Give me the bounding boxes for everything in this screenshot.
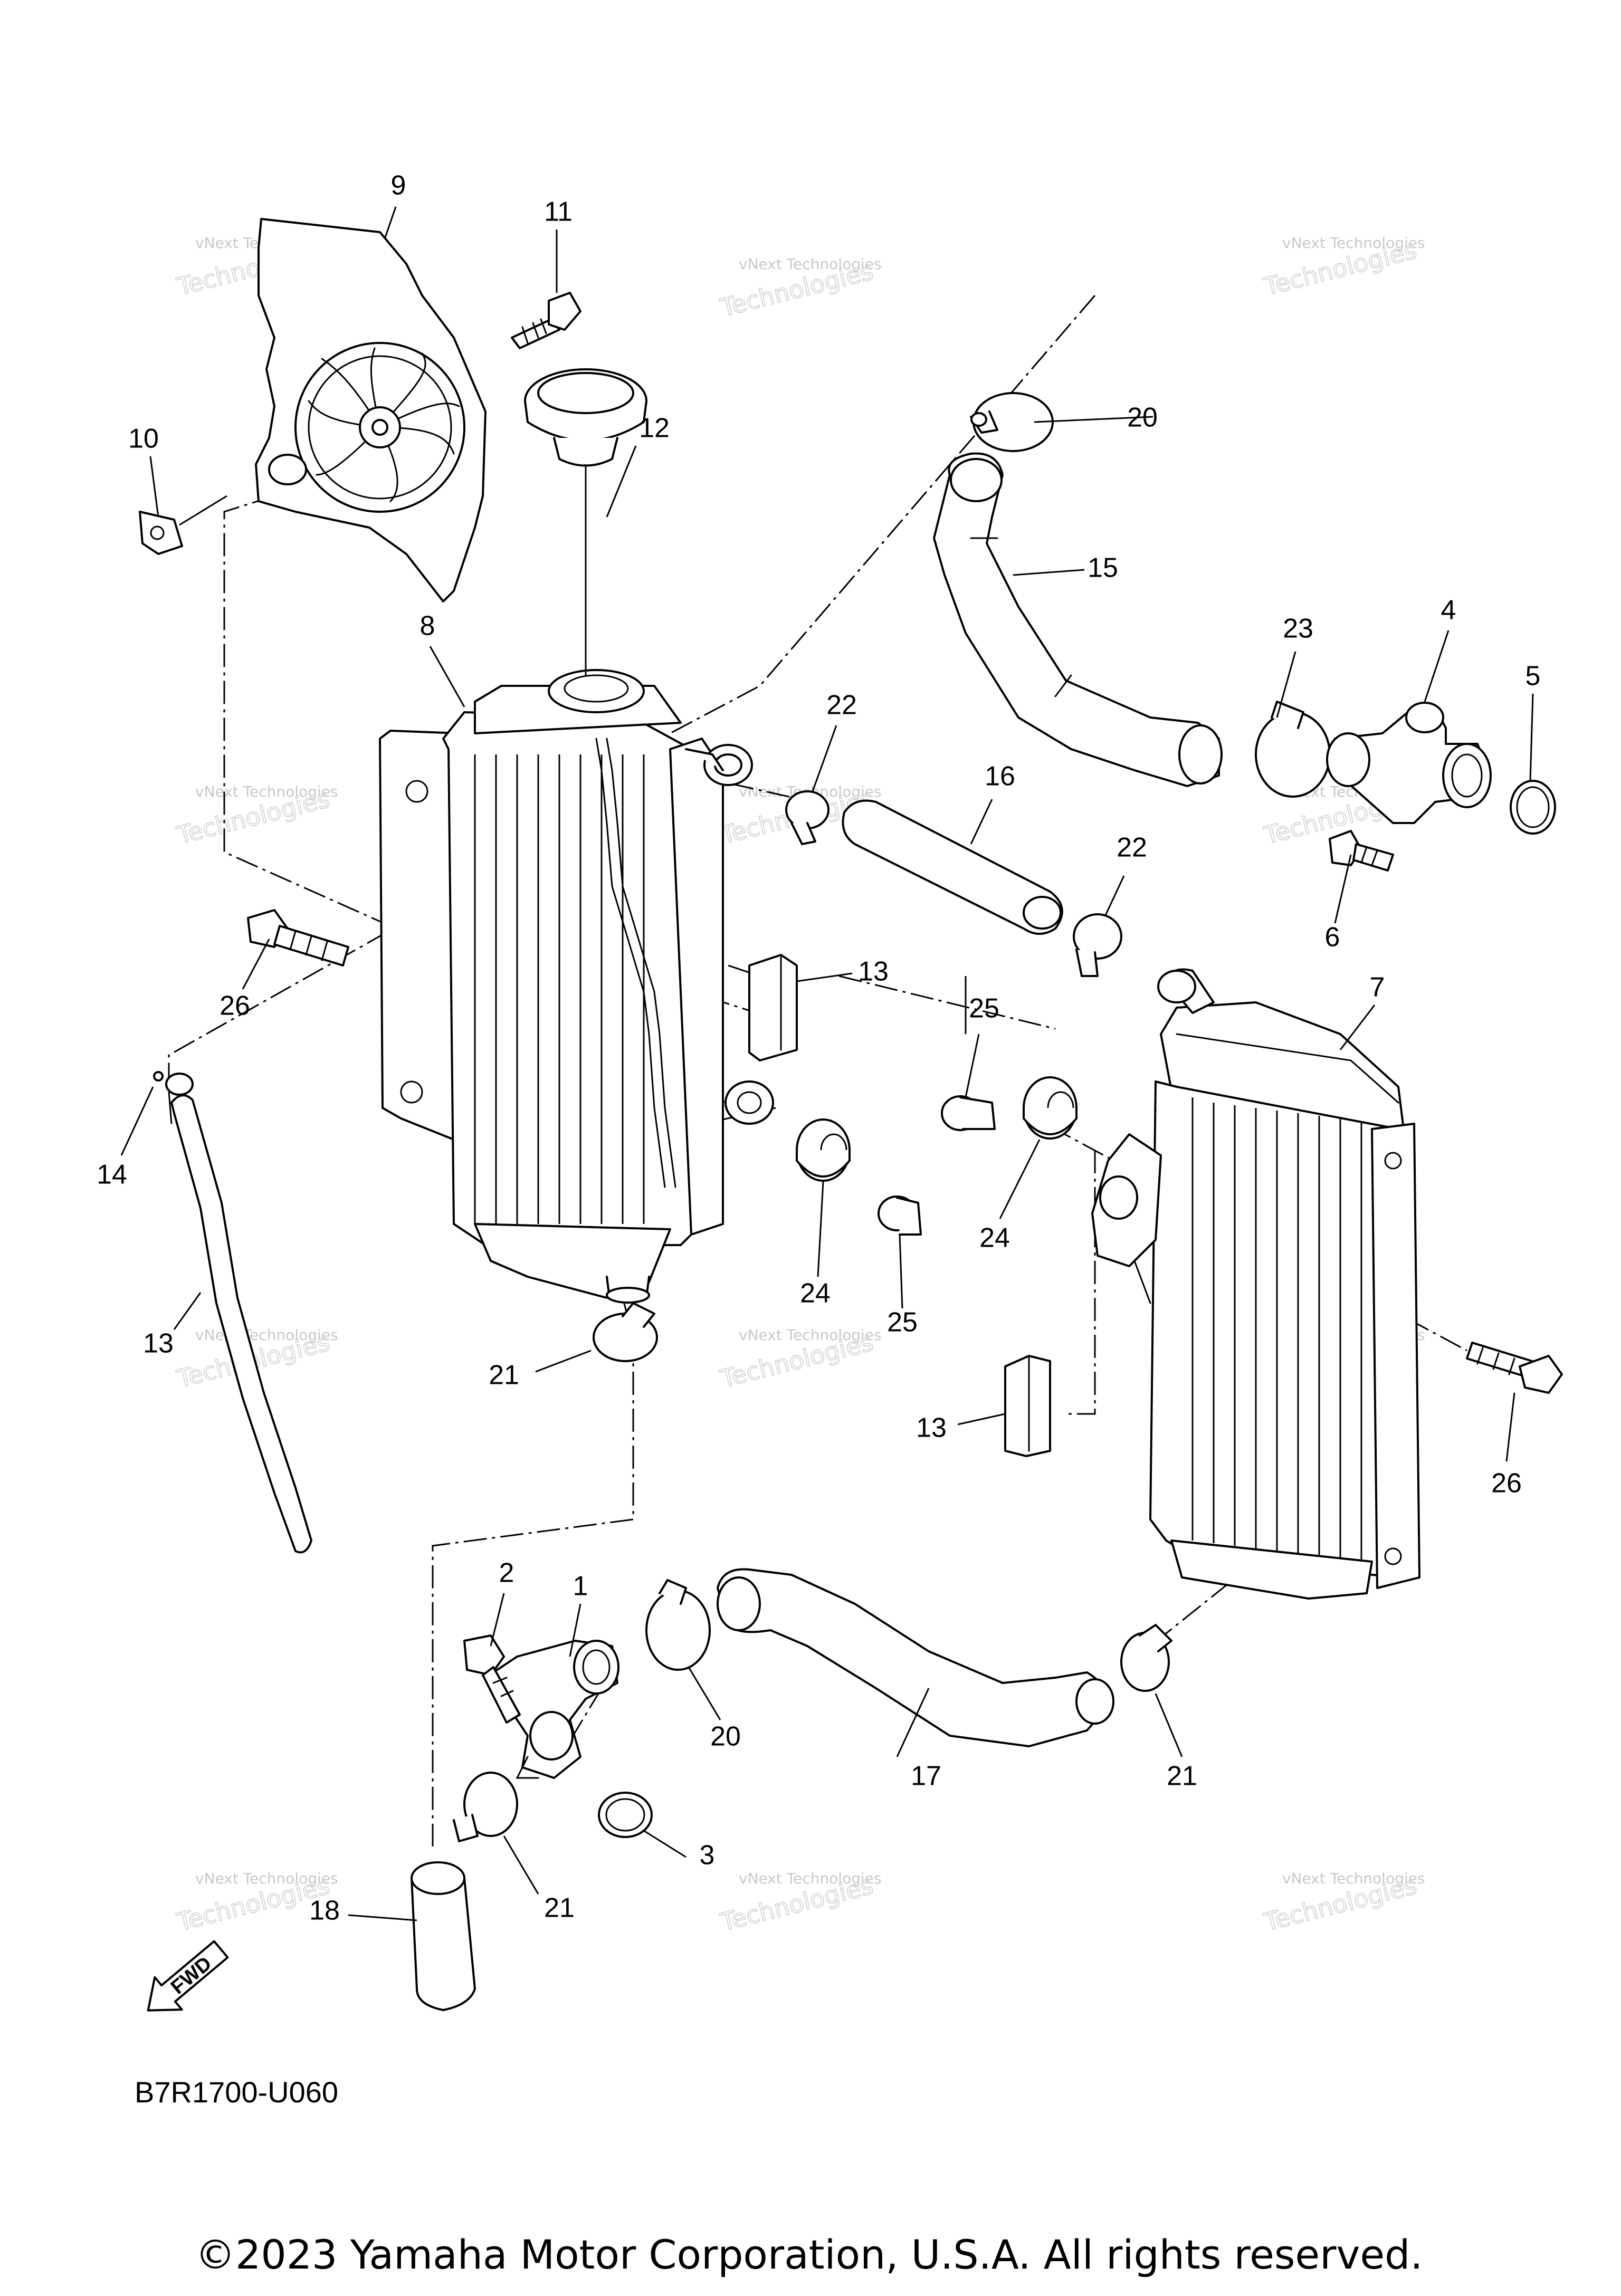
bolt-11 xyxy=(511,292,581,349)
watermark: vNext Technologies Technologies xyxy=(717,1326,882,1393)
hose-clamp-22b xyxy=(1073,913,1122,977)
callout-24-left: 24 xyxy=(800,1278,831,1309)
hose-clamp-21b xyxy=(1120,1624,1172,1692)
callout-23: 23 xyxy=(1283,614,1313,644)
callout-3: 3 xyxy=(700,1840,715,1871)
callout-4: 4 xyxy=(1441,595,1456,626)
callout-16: 15 xyxy=(1088,553,1118,583)
overflow-hose-14 xyxy=(170,1094,312,1554)
clip-15 xyxy=(153,1071,194,1096)
clip-nut xyxy=(139,511,183,555)
grommet-24a xyxy=(796,1118,851,1182)
bolt-2 xyxy=(463,1634,521,1724)
callout-8: 8 xyxy=(420,611,435,642)
right-radiator xyxy=(1091,968,1420,1600)
grommet-24b xyxy=(1023,1076,1078,1140)
rubber-strip-13a xyxy=(748,954,798,1061)
callout-9: 9 xyxy=(391,170,406,201)
hose-clamp-20b xyxy=(645,1579,711,1671)
callout-7: 7 xyxy=(1370,972,1385,1003)
callout-2: 2 xyxy=(499,1558,514,1589)
fwd-arrow-icon: FWD xyxy=(147,1940,229,2012)
hose-18 xyxy=(717,1568,1107,1747)
watermark: vNext Technologies Technologies xyxy=(717,255,882,322)
svg-text:vNext Technologies: vNext Technologies xyxy=(195,783,338,800)
hose-clamp-22a xyxy=(785,790,829,845)
svg-text:vNext Technologies: vNext Technologies xyxy=(1282,234,1425,252)
hose-clamp-21a xyxy=(593,1302,658,1362)
right-radiator-lower-tank xyxy=(1170,1539,1373,1600)
bolt-26b xyxy=(1466,1342,1563,1394)
callout-25-upper: 25 xyxy=(969,993,999,1024)
watermark: vNext Technologies Technologies xyxy=(1261,1870,1425,1937)
copyright-notice: ©2023 Yamaha Motor Corporation, U.S.A. A… xyxy=(195,2231,1423,2278)
callout-24-right: 24 xyxy=(979,1223,1010,1254)
callout-6: 6 xyxy=(1325,922,1340,953)
callout-18: 17 xyxy=(911,1761,941,1792)
elbow-joint-1 xyxy=(484,1640,619,1779)
hose-17 xyxy=(842,799,1063,935)
left-radiator-core xyxy=(442,711,703,1246)
callout-17: 16 xyxy=(985,761,1015,792)
radiator-cap xyxy=(524,368,647,467)
callout-labels: 9 11 10 12 8 20 15 23 4 5 6 22 16 22 13 … xyxy=(97,170,1540,1926)
callout-1: 1 xyxy=(573,1571,588,1602)
callout-10: 10 xyxy=(128,424,159,454)
svg-text:vNext Technologies: vNext Technologies xyxy=(195,1326,338,1344)
callout-22-upper: 22 xyxy=(826,690,857,721)
watermark: vNext Technologies Technologies xyxy=(717,1870,882,1937)
svg-text:vNext Technologies: vNext Technologies xyxy=(1282,1870,1425,1887)
collar-25b xyxy=(941,1095,996,1131)
hose-clamp-23 xyxy=(1255,701,1331,798)
watermark: vNext Technologies Technologies xyxy=(174,783,338,850)
callout-11: 11 xyxy=(544,197,573,227)
fan-assembly xyxy=(255,218,487,602)
callout-20-top: 20 xyxy=(1127,403,1158,433)
callout-14: 13 xyxy=(143,1328,174,1359)
right-radiator-fins xyxy=(1191,1097,1362,1562)
leader-lines xyxy=(120,206,1534,1921)
diagram-code: B7R1700-U060 xyxy=(135,2075,338,2109)
fan-hub-center xyxy=(371,419,388,436)
watermark: vNext Technologies Technologies xyxy=(1261,234,1425,301)
bolt-26a xyxy=(247,909,349,967)
callout-21-right: 21 xyxy=(1167,1761,1197,1792)
svg-text:vNext Technologies: vNext Technologies xyxy=(739,1870,882,1887)
hose-16 xyxy=(933,452,1220,787)
callout-15: 14 xyxy=(97,1160,127,1190)
hose-joint xyxy=(1326,702,1492,824)
callout-26-left: 26 xyxy=(220,991,250,1021)
callout-21-lower: 21 xyxy=(544,1893,575,1924)
fan-inner-ring xyxy=(308,355,452,500)
callout-26-right: 26 xyxy=(1491,1468,1522,1499)
bolt-6 xyxy=(1329,830,1394,872)
rubber-strip-13b xyxy=(1004,1355,1051,1457)
svg-text:vNext Technologies: vNext Technologies xyxy=(739,255,882,273)
callout-12: 12 xyxy=(639,413,670,444)
collar-25a xyxy=(878,1195,922,1236)
hose-clamp-20a xyxy=(970,392,1054,452)
callout-20-lower: 20 xyxy=(710,1721,741,1752)
callout-22-lower: 22 xyxy=(1117,833,1147,863)
svg-text:vNext Technologies: vNext Technologies xyxy=(195,1870,338,1887)
svg-text:vNext Technologies: vNext Technologies xyxy=(739,1326,882,1344)
shroud-grommet xyxy=(268,454,307,485)
callout-21-upper: 21 xyxy=(489,1360,519,1391)
callout-13-upper: 13 xyxy=(858,956,889,987)
hose-clamp-21c xyxy=(453,1772,518,1842)
callout-5: 5 xyxy=(1525,661,1541,692)
callout-19: 18 xyxy=(309,1896,340,1926)
callout-25-lower: 25 xyxy=(887,1307,918,1338)
filler-neck xyxy=(548,669,645,713)
left-radiator xyxy=(379,669,774,1304)
callout-13-lower: 13 xyxy=(916,1413,947,1443)
clip-nut-hole xyxy=(150,525,165,540)
